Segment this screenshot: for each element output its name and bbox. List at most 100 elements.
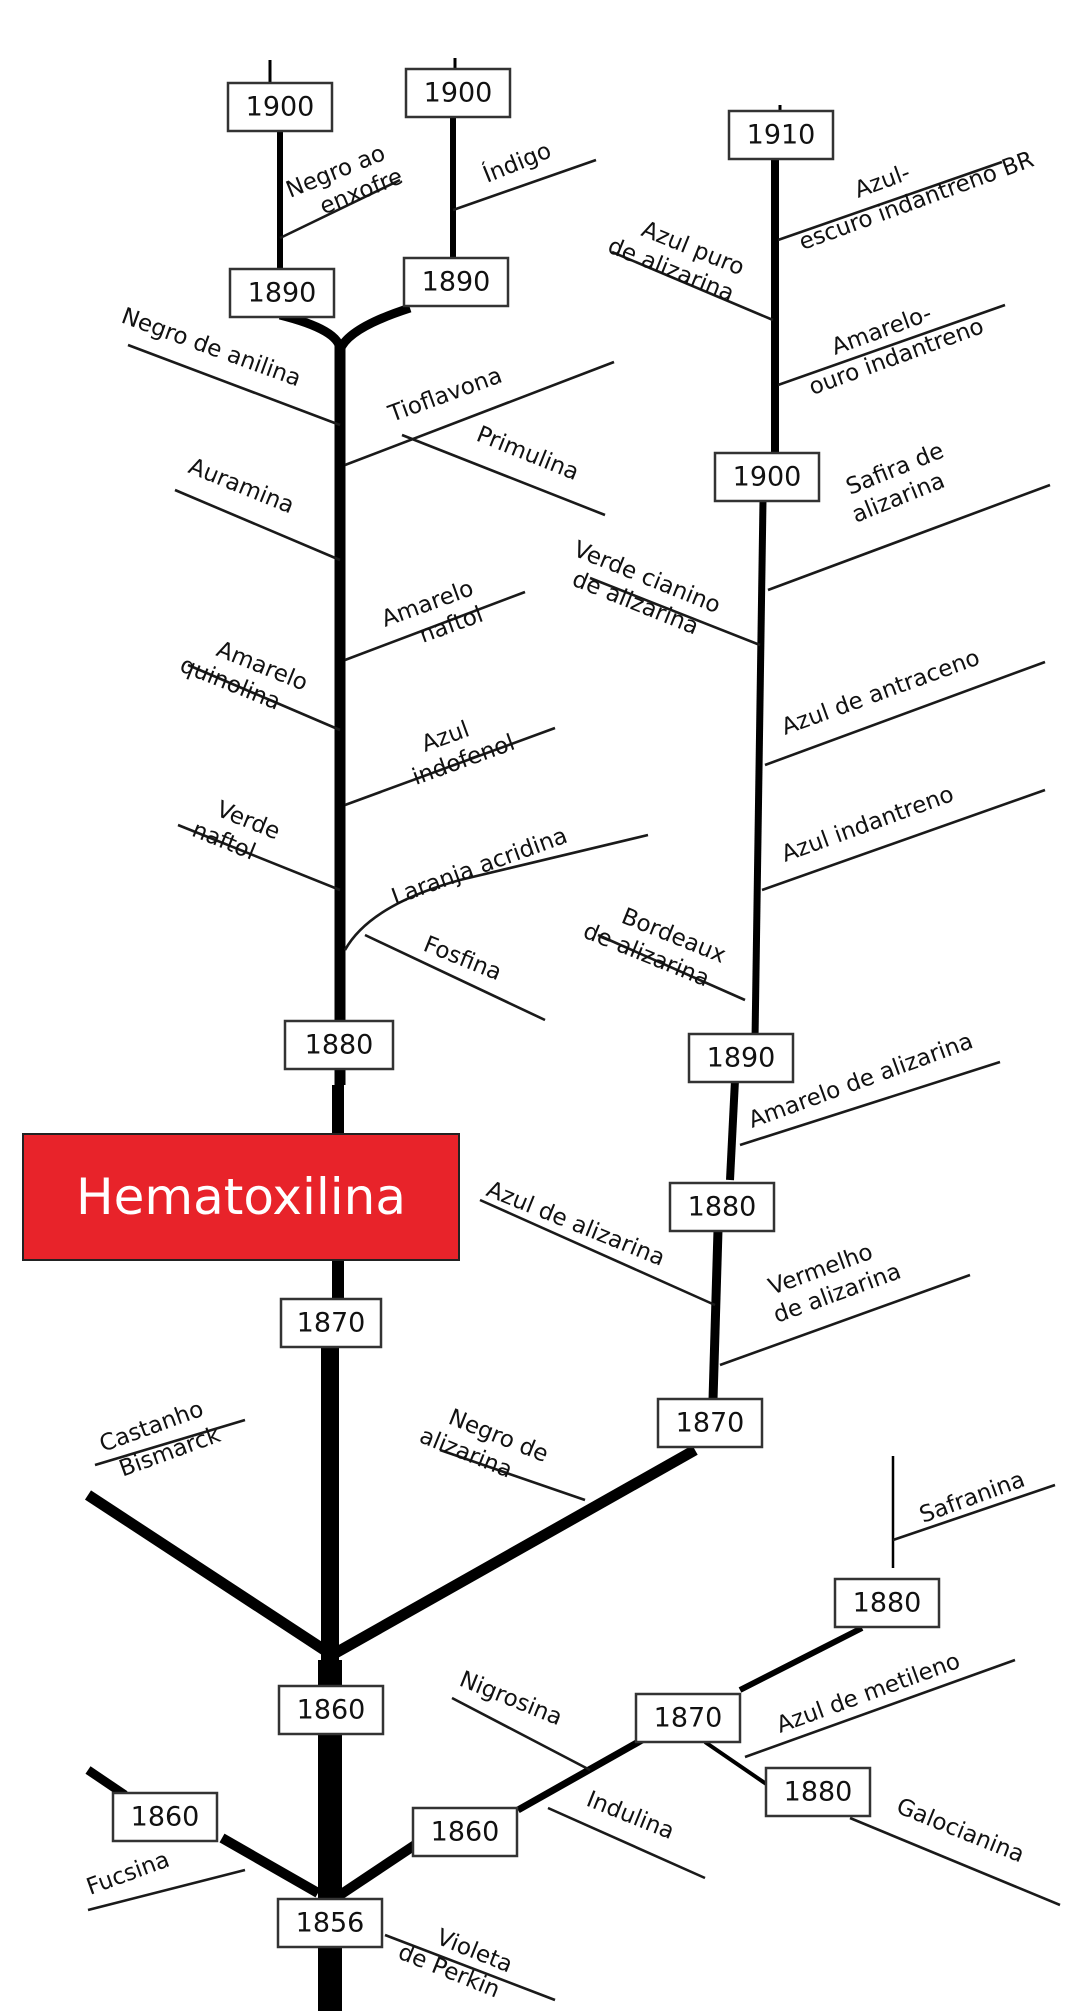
line-galocianina: [849, 1816, 1061, 1907]
line-azul-escuro: [777, 160, 1003, 242]
fork-to-alizarina-1870: [329, 1445, 698, 1660]
line-verde-naftol: [177, 823, 341, 892]
year-label: 1890: [707, 1043, 776, 1074]
line-azul-indofenol: [344, 726, 556, 807]
label-vermelho-alizarina: Vermelhode alizarina: [760, 1232, 904, 1328]
year-node: 1860: [277, 1684, 385, 1736]
line-azul-antraceno: [764, 660, 1046, 767]
year-label: 1900: [733, 462, 802, 493]
line-bordeaux: [597, 933, 746, 1002]
right-stem-1880-1890: [726, 1079, 739, 1181]
hematoxilina-highlight: Hematoxilina: [22, 1133, 460, 1261]
line-negro-enxofre: [279, 178, 401, 240]
year-node: 1880: [833, 1577, 941, 1629]
year-node: 1856: [276, 1897, 384, 1949]
year-label: 1856: [296, 1908, 365, 1939]
year-label: 1870: [676, 1408, 745, 1439]
line-negro-anilina: [127, 343, 341, 427]
year-label: 1860: [431, 1817, 500, 1848]
line-nigrosina: [451, 1696, 591, 1772]
year-label: 1880: [305, 1030, 374, 1061]
year-node: 1880: [668, 1181, 776, 1233]
label-azul-indantreno: Azul indantreno: [778, 781, 957, 867]
label-galocianina: Galocianina: [893, 1793, 1028, 1868]
year-label: 1890: [422, 267, 491, 298]
year-node: 1870: [634, 1692, 742, 1744]
line-safira: [767, 483, 1051, 592]
year-node: 1900: [713, 451, 821, 503]
year-label: 1880: [688, 1192, 757, 1223]
line-violeta-perkin: [384, 1933, 556, 2002]
label-primulina: Primulina: [473, 421, 583, 485]
line-amarelo-quinolina: [187, 663, 341, 732]
year-node: 1900: [404, 67, 512, 119]
year-node: 1860: [411, 1806, 519, 1858]
year-label: 1860: [131, 1802, 200, 1833]
year-node: 1880: [764, 1766, 872, 1818]
line-vermelho-alizarina: [719, 1273, 971, 1367]
label-indigo: Índigo: [479, 136, 555, 189]
hematoxilina-label: Hematoxilina: [76, 1168, 406, 1226]
label-safranina: Safranina: [916, 1467, 1028, 1529]
label-auramina: Auramina: [185, 453, 298, 519]
right-stem-1890-1900: [751, 499, 767, 1041]
line-auramina: [174, 488, 341, 562]
year-node: 1870: [279, 1297, 383, 1349]
year-node: 1890: [402, 256, 510, 308]
year-node: 1890: [228, 267, 336, 319]
year-label: 1870: [297, 1308, 366, 1339]
label-indulina: Indulina: [583, 1786, 678, 1845]
left-fork-1890: [278, 303, 412, 355]
line-indulina: [547, 1806, 706, 1880]
branch-left-1860-up: [85, 1766, 128, 1799]
line-azul-metileno: [744, 1658, 1016, 1759]
year-label: 1890: [248, 278, 317, 309]
branch-lines: [87, 158, 1061, 2002]
branch-1856-to-1860-left: [219, 1833, 321, 1898]
dye-labels: Negro aoenxofre Índigo Azul-escuro indan…: [83, 136, 1037, 2004]
year-node: 1900: [226, 81, 334, 133]
line-amarelo-ouro: [777, 303, 1006, 387]
line-verde-cianino: [589, 576, 761, 647]
year-node: 1910: [727, 109, 835, 161]
year-label: 1880: [853, 1588, 922, 1619]
line-laranja-acridina: [343, 833, 649, 951]
branch-1870-to-1880-top: [738, 1625, 864, 1693]
branch-1870-to-1880-bottom: [703, 1740, 777, 1792]
label-azul-antraceno: Azul de antraceno: [778, 645, 983, 741]
year-node: 1880: [283, 1019, 395, 1071]
line-azul-puro: [611, 250, 774, 322]
label-verde-cianino: Verde cianinode alizarina: [559, 536, 724, 644]
line-azul-indantreno: [761, 788, 1046, 892]
label-laranja-acridina: Laranja acridina: [388, 823, 571, 911]
year-label: 1860: [297, 1695, 366, 1726]
line-safranina: [892, 1483, 1056, 1542]
label-negro-ao-enxofre: Negro aoenxofre: [283, 138, 407, 230]
year-node: 1860: [111, 1791, 219, 1843]
line-castanho: [94, 1418, 246, 1467]
line-amarelo-alizarina: [739, 1060, 1001, 1147]
label-fosfina: Fosfina: [420, 931, 505, 986]
tree-trunks: [84, 58, 895, 2011]
right-stem-1870-1880: [708, 1229, 723, 1401]
year-node: 1890: [687, 1032, 795, 1084]
year-nodes: 1900 1900 1910 1890 1890 1900 1880 1890 …: [111, 67, 941, 1949]
line-amarelo-naftol: [344, 590, 526, 662]
line-indigo: [452, 158, 597, 212]
year-label: 1900: [424, 78, 493, 109]
line-primulina: [401, 433, 606, 517]
label-bordeaux-alizarina: Bordeauxde alizarina: [579, 892, 729, 994]
label-verde-naftol: Verdenaftol: [188, 791, 283, 871]
line-fucsina: [87, 1868, 246, 1912]
year-label: 1910: [747, 120, 816, 151]
year-label: 1870: [654, 1703, 723, 1734]
label-nigrosina: Nigrosina: [456, 1666, 566, 1731]
label-safira-alizarina: Safira dealizarina: [838, 438, 958, 528]
fork-to-castanho: [84, 1490, 336, 1660]
label-castanho-bismarck: CastanhoBismarck: [96, 1393, 224, 1485]
line-tioflavona: [344, 360, 615, 467]
label-violeta-perkin: Violetade Perkin: [394, 1913, 516, 2004]
label-negro-alizarina: Negro dealizarina: [416, 1397, 552, 1494]
line-fosfina: [364, 933, 546, 1022]
